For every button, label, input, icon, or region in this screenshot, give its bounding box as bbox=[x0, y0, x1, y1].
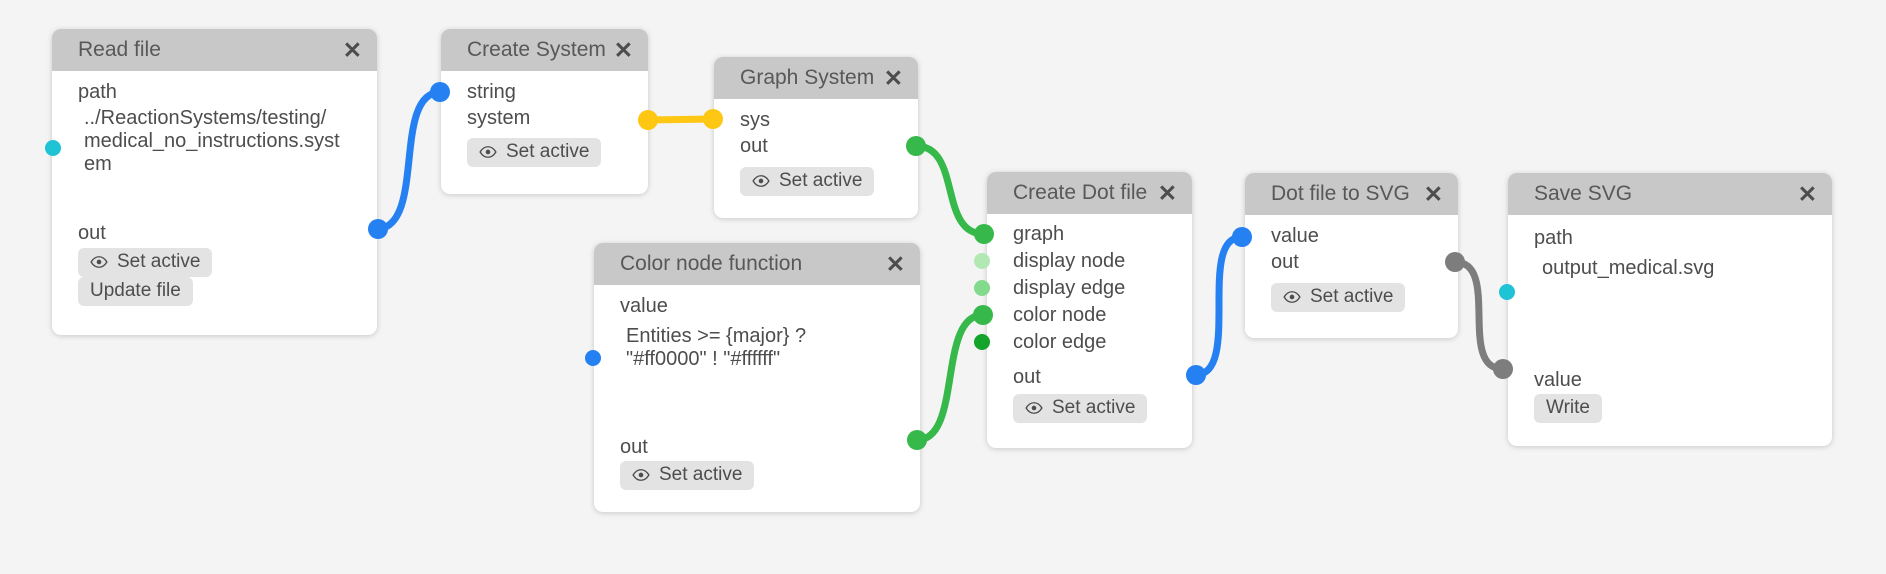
node-save-svg: Save SVG ✕ path output_medical.svg value… bbox=[1508, 173, 1832, 446]
port-label-path: path bbox=[1534, 227, 1573, 249]
close-icon[interactable]: ✕ bbox=[1797, 180, 1817, 207]
set-active-label: Set active bbox=[779, 170, 863, 191]
value-expression-field[interactable]: Entities >= {major} ? "#ff0000" ! "#ffff… bbox=[626, 325, 807, 370]
write-button[interactable]: Write bbox=[1534, 394, 1602, 423]
set-active-label: Set active bbox=[1310, 286, 1394, 307]
node-create-dot-file-body: graph display node display edge color no… bbox=[987, 214, 1192, 423]
wire-create-dot-file-to-dot-file-to-svg[interactable] bbox=[1192, 233, 1246, 379]
port-label-string: string bbox=[467, 81, 516, 103]
node-color-node-function-body: value Entities >= {major} ? "#ff0000" ! … bbox=[594, 285, 920, 490]
wire-dot-file-to-svg-to-save-svg[interactable] bbox=[1451, 258, 1507, 373]
node-read-file-header[interactable]: Read file ✕ bbox=[52, 29, 377, 71]
eye-icon bbox=[479, 146, 497, 158]
port-label-out: out bbox=[78, 222, 106, 244]
port-label-display-edge: display edge bbox=[1013, 277, 1126, 299]
set-active-button[interactable]: Set active bbox=[740, 167, 875, 196]
close-icon[interactable]: ✕ bbox=[342, 36, 362, 63]
node-title: Save SVG bbox=[1534, 182, 1633, 205]
node-read-file-body: path ../ReactionSystems/testing/medical_… bbox=[52, 71, 377, 306]
node-save-svg-body: path output_medical.svg value Write bbox=[1508, 215, 1832, 423]
port-label-display-node: display node bbox=[1013, 250, 1126, 272]
node-title: Create Dot file bbox=[1013, 181, 1148, 204]
set-active-button[interactable]: Set active bbox=[1013, 394, 1148, 423]
wire-create-system-to-graph-system[interactable] bbox=[644, 115, 717, 124]
node-title: Dot file to SVG bbox=[1271, 182, 1410, 205]
port-label-out: out bbox=[1271, 251, 1299, 273]
node-dot-file-to-svg: Dot file to SVG ✕ value out Set active bbox=[1245, 173, 1458, 338]
set-active-button[interactable]: Set active bbox=[1271, 283, 1406, 312]
node-title: Graph System bbox=[740, 66, 875, 89]
set-active-label: Set active bbox=[659, 464, 743, 485]
port-label-system: system bbox=[467, 107, 531, 129]
close-icon[interactable]: ✕ bbox=[1423, 180, 1443, 207]
set-active-button[interactable]: Set active bbox=[467, 138, 602, 167]
port-label-path: path bbox=[78, 81, 117, 103]
port-label-color-node: color node bbox=[1013, 304, 1107, 326]
node-read-file: Read file ✕ path ../ReactionSystems/test… bbox=[52, 29, 377, 335]
close-icon[interactable]: ✕ bbox=[613, 36, 633, 63]
update-file-button[interactable]: Update file bbox=[78, 277, 193, 306]
set-active-label: Set active bbox=[506, 141, 590, 162]
port-label-graph: graph bbox=[1013, 223, 1065, 245]
port-label-out: out bbox=[740, 135, 768, 157]
node-save-svg-header[interactable]: Save SVG ✕ bbox=[1508, 173, 1832, 215]
node-create-dot-file-header[interactable]: Create Dot file ✕ bbox=[987, 172, 1192, 214]
node-create-system-body: string system Set active bbox=[441, 71, 648, 167]
eye-icon bbox=[90, 256, 108, 268]
eye-icon bbox=[752, 175, 770, 187]
port-label-sys: sys bbox=[740, 109, 770, 131]
node-title: Create System bbox=[467, 38, 606, 61]
set-active-button[interactable]: Set active bbox=[78, 248, 213, 277]
port-label-value: value bbox=[1271, 225, 1319, 247]
port-label-color-edge: color edge bbox=[1013, 331, 1107, 353]
node-graph-system: Graph System ✕ sys out Set active bbox=[714, 57, 918, 218]
node-title: Color node function bbox=[620, 252, 803, 275]
wire-color-node-function-to-create-dot-file[interactable] bbox=[913, 311, 987, 444]
node-create-dot-file: Create Dot file ✕ graph display node dis… bbox=[987, 172, 1192, 448]
wire-read-file-to-create-system[interactable] bbox=[374, 88, 444, 233]
port-label-value: value bbox=[1534, 369, 1582, 391]
port-label-out: out bbox=[1013, 366, 1041, 388]
eye-icon bbox=[1025, 402, 1043, 414]
update-file-label: Update file bbox=[90, 280, 181, 301]
write-label: Write bbox=[1546, 397, 1590, 418]
eye-icon bbox=[1283, 291, 1301, 303]
port-label-out: out bbox=[620, 436, 648, 458]
node-color-node-function-header[interactable]: Color node function ✕ bbox=[594, 243, 920, 285]
node-color-node-function: Color node function ✕ value Entities >= … bbox=[594, 243, 920, 512]
node-graph-system-body: sys out Set active bbox=[714, 99, 918, 196]
set-active-label: Set active bbox=[117, 251, 201, 272]
node-create-system-header[interactable]: Create System ✕ bbox=[441, 29, 648, 71]
path-value-field[interactable]: ../ReactionSystems/testing/medical_no_in… bbox=[84, 107, 340, 175]
node-dot-file-to-svg-body: value out Set active bbox=[1245, 215, 1458, 312]
set-active-label: Set active bbox=[1052, 397, 1136, 418]
close-icon[interactable]: ✕ bbox=[883, 64, 903, 91]
set-active-button[interactable]: Set active bbox=[620, 461, 755, 490]
close-icon[interactable]: ✕ bbox=[885, 250, 905, 277]
port-label-value: value bbox=[620, 295, 668, 317]
node-dot-file-to-svg-header[interactable]: Dot file to SVG ✕ bbox=[1245, 173, 1458, 215]
wire-graph-system-to-create-dot-file[interactable] bbox=[912, 142, 988, 238]
path-value-field[interactable]: output_medical.svg bbox=[1542, 257, 1715, 279]
node-graph-system-header[interactable]: Graph System ✕ bbox=[714, 57, 918, 99]
node-create-system: Create System ✕ string system Set active bbox=[441, 29, 648, 194]
node-title: Read file bbox=[78, 38, 161, 61]
close-icon[interactable]: ✕ bbox=[1157, 179, 1177, 206]
eye-icon bbox=[632, 469, 650, 481]
